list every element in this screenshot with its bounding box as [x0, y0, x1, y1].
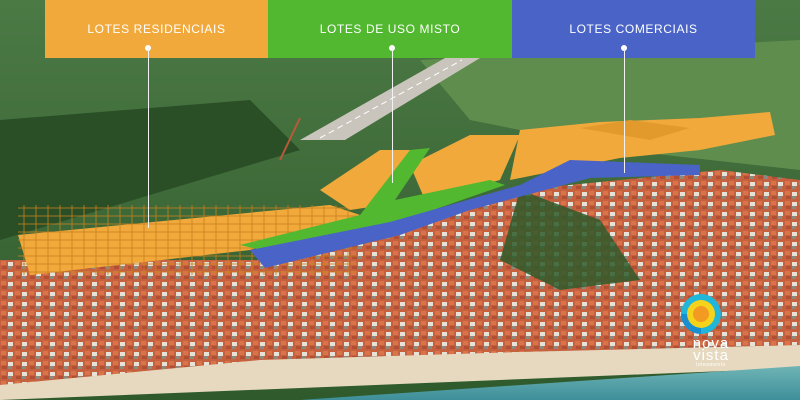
logo-line2: vista [693, 347, 729, 364]
mixed-use-lots-text: Lotes de uso misto [319, 22, 461, 36]
residential-pointer-line [148, 48, 149, 228]
sea [300, 366, 800, 400]
beach [0, 345, 800, 400]
commercial-lots-text: Lotes Comerciais [569, 22, 698, 36]
commercial-strip [250, 160, 700, 268]
commercial-pointer-line [624, 48, 625, 173]
commercial-lots-label: Lotes Comerciais [512, 0, 755, 58]
logo-wordmark: nova vista loteamento [676, 335, 746, 368]
residential-lots-label: Lotes Residenciais [45, 0, 268, 58]
residential-lots-mid [410, 135, 520, 200]
red-dirt-path [279, 117, 301, 161]
nova-vista-logo-icon [681, 294, 721, 334]
mixed-use-strip [240, 148, 505, 252]
mixed-use-pointer-line [392, 48, 393, 183]
logo-line1: nova [692, 335, 730, 352]
logo-tagline: loteamento [696, 362, 726, 368]
residential-lots-text: Lotes Residenciais [87, 22, 226, 36]
